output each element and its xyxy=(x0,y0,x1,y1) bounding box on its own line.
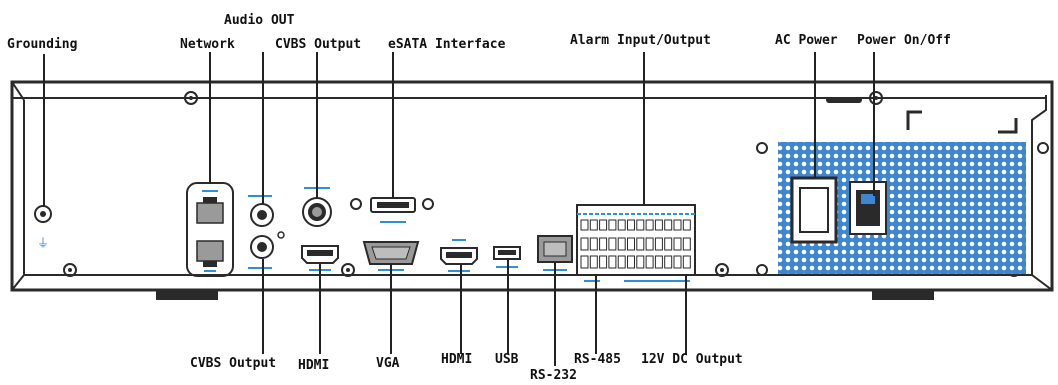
alarm-terminal-cell xyxy=(608,219,617,231)
screw xyxy=(350,198,362,210)
leader-usb xyxy=(507,259,509,354)
label-rs232: RS-232 xyxy=(530,368,577,383)
leader-vga xyxy=(390,264,392,354)
leader-alarm xyxy=(643,52,645,205)
leader-ac-power xyxy=(814,52,816,178)
screw xyxy=(341,263,355,277)
alarm-terminal-cell xyxy=(580,237,589,251)
label-grounding: Grounding xyxy=(7,37,78,52)
network-port-block xyxy=(186,182,234,277)
screw xyxy=(756,264,768,276)
label-vga: VGA xyxy=(376,356,400,371)
leader-cvbs-bottom xyxy=(262,259,264,354)
esata-port xyxy=(370,197,416,223)
label-12v-dc: 12V DC Output xyxy=(641,352,743,367)
leader-hdmi-2 xyxy=(460,264,462,354)
leader-rs232 xyxy=(554,262,556,366)
foot-right xyxy=(872,290,934,300)
power-section xyxy=(778,142,1026,274)
alarm-terminal-cell xyxy=(645,219,654,231)
alarm-terminal-cell xyxy=(636,237,645,251)
alarm-terminal-cell xyxy=(673,219,682,231)
alarm-terminal-cell xyxy=(627,255,635,269)
label-esata: eSATA Interface xyxy=(388,37,506,52)
hdmi-port-2 xyxy=(440,239,478,272)
alarm-terminal-cell xyxy=(599,237,608,251)
leader-rs485 xyxy=(595,275,597,354)
label-hdmi-2: HDMI xyxy=(441,352,473,367)
leader-power-switch xyxy=(873,52,875,196)
alarm-terminal-cell xyxy=(673,237,682,251)
alarm-terminal-cell xyxy=(664,237,673,251)
screw xyxy=(756,142,768,154)
alarm-terminal-cell xyxy=(664,219,673,231)
label-power-switch: Power On/Off xyxy=(857,33,951,48)
grounding-screw: ⏚ xyxy=(34,205,52,250)
leader-network xyxy=(209,52,211,184)
chassis-inner-frame xyxy=(23,95,1047,276)
alarm-terminal-cell xyxy=(589,237,598,251)
rs232-port xyxy=(537,235,573,271)
screw xyxy=(715,263,729,277)
label-alarm-io: Alarm Input/Output xyxy=(570,33,711,48)
alarm-terminal-cell xyxy=(589,255,598,269)
alarm-terminal-cell xyxy=(654,237,663,251)
alarm-terminal-cell xyxy=(654,255,663,269)
screw xyxy=(63,263,77,277)
alarm-terminal-cell xyxy=(645,237,654,251)
screw xyxy=(1037,142,1049,154)
alarm-terminal-cell xyxy=(608,237,617,251)
alarm-terminal-cell xyxy=(654,219,663,231)
top-slot xyxy=(826,97,862,103)
leader-12v-dc xyxy=(685,275,687,354)
alarm-terminal-cell xyxy=(682,255,691,269)
leader-esata xyxy=(392,52,394,198)
label-cvbs-output-bottom: CVBS Output xyxy=(190,356,277,371)
label-hdmi-1: HDMI xyxy=(298,358,330,373)
label-ac-power: AC Power xyxy=(775,33,838,48)
alarm-terminal-cell xyxy=(580,255,589,269)
label-cvbs-output-top: CVBS Output xyxy=(275,37,362,52)
alarm-terminal-cell xyxy=(682,237,691,251)
alarm-terminal-cell xyxy=(627,237,635,251)
alarm-terminal-cell xyxy=(617,219,626,231)
alarm-terminal-cell xyxy=(580,219,589,231)
svg-text:⏚: ⏚ xyxy=(37,236,49,250)
leader-hdmi-1 xyxy=(319,264,321,354)
alarm-terminal-cell xyxy=(617,237,626,251)
label-audio-out: Audio OUT xyxy=(224,13,295,28)
alarm-terminal-block xyxy=(576,204,696,282)
screw xyxy=(869,91,883,105)
alarm-terminal-cell xyxy=(627,219,635,231)
screw xyxy=(422,198,434,210)
alarm-terminal-cell xyxy=(682,219,691,231)
cvbs-port xyxy=(302,187,332,227)
alarm-terminal-cell xyxy=(589,219,598,231)
leader-cvbs-top xyxy=(316,52,318,198)
leader-grounding xyxy=(43,54,45,206)
label-network: Network xyxy=(180,37,235,52)
label-usb: USB xyxy=(495,352,519,367)
alarm-terminal-cell xyxy=(599,255,608,269)
screw xyxy=(184,91,198,105)
alarm-terminal-cell xyxy=(636,219,645,231)
alarm-terminal-cell xyxy=(664,255,673,269)
alarm-terminal-cell xyxy=(617,255,626,269)
audio-ports xyxy=(248,195,285,269)
leader-audio-out xyxy=(262,52,264,204)
alarm-terminal-cell xyxy=(645,255,654,269)
alarm-terminal-cell xyxy=(636,255,645,269)
alarm-terminal-cell xyxy=(673,255,682,269)
foot-left xyxy=(156,290,218,300)
alarm-terminal-cell xyxy=(599,219,608,231)
alarm-terminal-cell xyxy=(608,255,617,269)
label-rs485: RS-485 xyxy=(574,352,621,367)
